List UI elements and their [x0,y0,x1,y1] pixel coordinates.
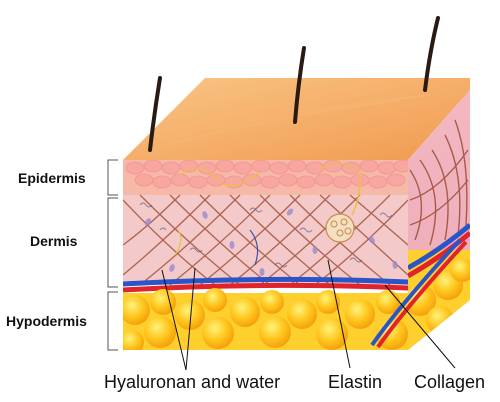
label-elastin: Elastin [328,372,383,392]
hair-strands [148,16,440,152]
label-hyaluronan: Hyaluronan and water [104,372,281,392]
label-collagen: Collagen [414,372,486,392]
gland-icon [325,169,362,243]
leader-lines [161,259,456,371]
artery-vessel [123,282,408,293]
label-hypodermis: Hypodermis [6,313,87,329]
vein-vessel [123,276,408,287]
label-dermis: Dermis [30,233,78,249]
label-epidermis: Epidermis [18,170,86,186]
elastin-fibers [139,202,393,268]
fibroblast-cells [145,208,398,276]
fat-cells [123,288,408,350]
layer-brackets [107,159,118,351]
